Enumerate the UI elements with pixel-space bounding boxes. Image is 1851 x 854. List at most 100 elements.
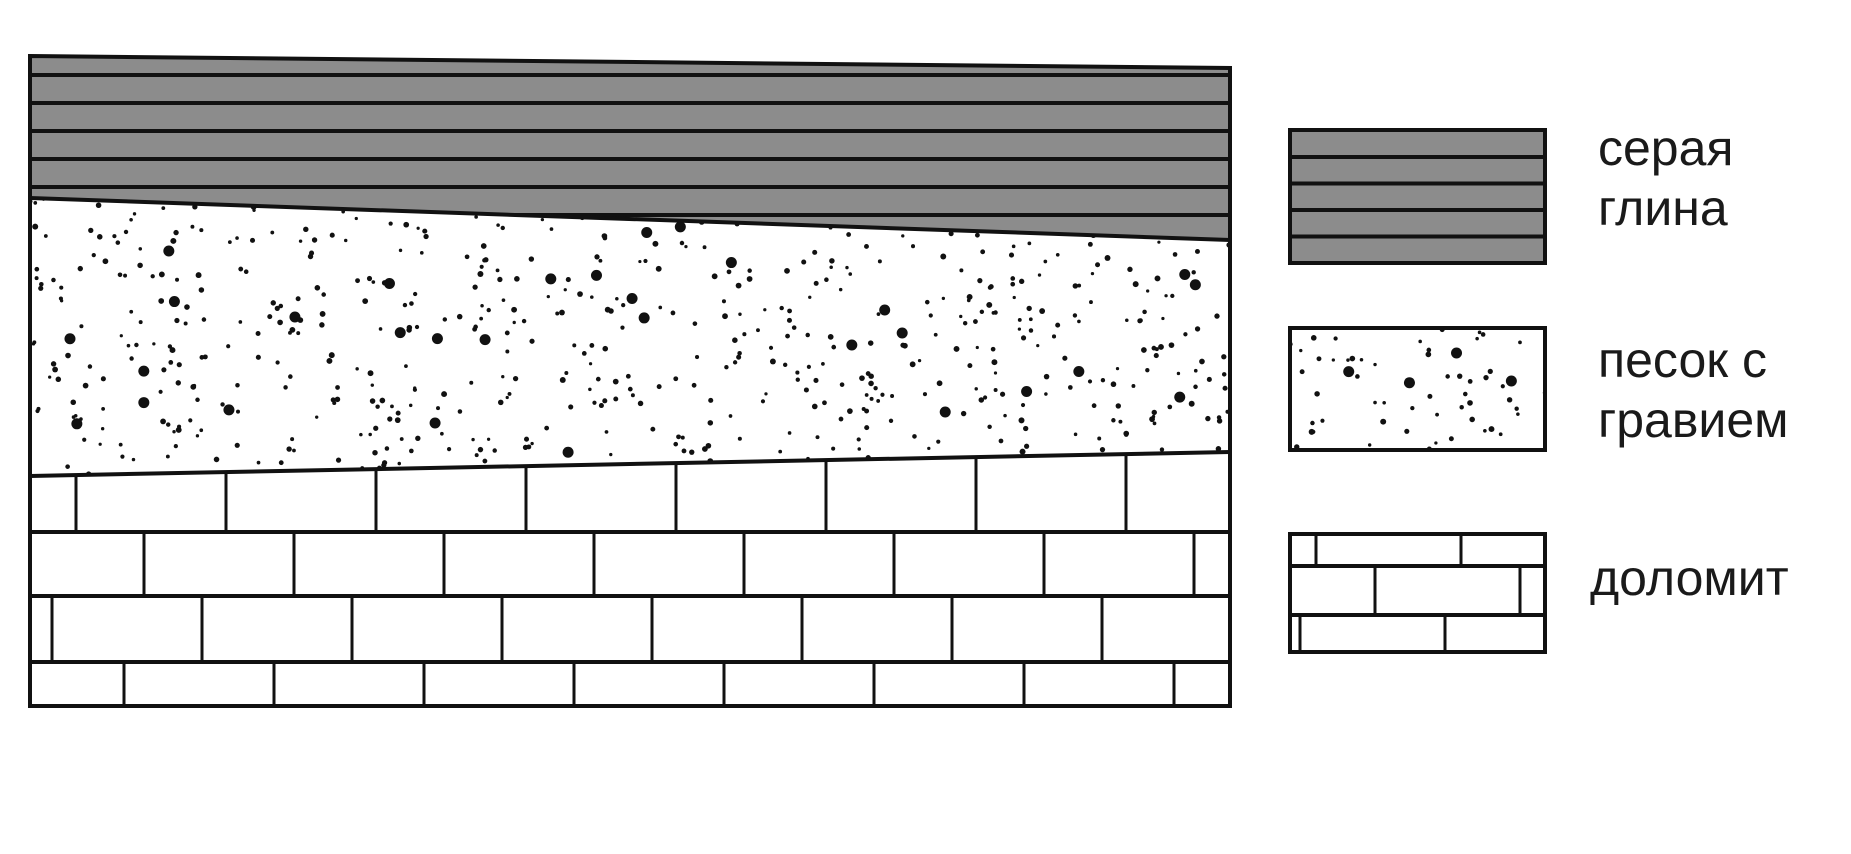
gravel-dot xyxy=(79,324,84,329)
gravel-dot xyxy=(986,301,993,308)
gravel-dot xyxy=(397,461,402,466)
gravel-dot xyxy=(91,252,96,258)
gravel-dot xyxy=(785,333,790,339)
gravel-dot xyxy=(1017,317,1022,322)
gravel-dot xyxy=(504,330,510,336)
gravel-dot xyxy=(724,365,729,370)
gravel-dot xyxy=(1179,268,1191,280)
gravel-dot xyxy=(1118,419,1123,424)
gravel-dot xyxy=(812,249,818,255)
gravel-dot xyxy=(496,223,500,227)
gravel-dot xyxy=(732,360,738,365)
gravel-dot xyxy=(235,236,239,240)
gravel-dot xyxy=(479,334,491,346)
gravel-dot xyxy=(70,399,77,406)
legend-swatch-sand xyxy=(1288,326,1547,452)
gravel-dot xyxy=(691,382,697,388)
gravel-dot xyxy=(803,387,809,393)
gravel-dot xyxy=(102,258,109,265)
gravel-dot xyxy=(1077,319,1081,324)
gravel-dot xyxy=(326,357,333,364)
gravel-dot xyxy=(158,298,165,304)
gravel-dot xyxy=(681,448,687,454)
gravel-dot xyxy=(486,307,491,313)
gravel-dot xyxy=(176,362,182,368)
gravel-dot xyxy=(129,309,134,314)
gravel-dot xyxy=(856,437,861,442)
gravel-dot xyxy=(674,221,686,233)
gravel-dot xyxy=(1215,446,1222,452)
gravel-dot xyxy=(457,409,463,414)
gravel-dot xyxy=(235,382,240,388)
gravel-dot xyxy=(732,337,738,343)
gravel-dot xyxy=(530,441,534,446)
gravel-dot xyxy=(1024,443,1030,449)
gravel-dot xyxy=(1164,294,1168,298)
gravel-dot xyxy=(589,343,595,348)
gravel-dot xyxy=(34,276,39,281)
gravel-dot xyxy=(940,253,947,260)
gravel-dot xyxy=(395,410,401,416)
gravel-dot xyxy=(161,367,167,373)
gravel-dot xyxy=(123,229,129,235)
gravel-dot xyxy=(480,303,484,308)
gravel-dot xyxy=(199,228,204,233)
gravel-dot xyxy=(472,284,478,290)
gravel-dot xyxy=(1194,326,1201,332)
gravel-dot xyxy=(643,258,648,264)
gravel-dot xyxy=(138,397,150,409)
gravel-dot xyxy=(87,364,93,369)
gravel-dot xyxy=(408,403,413,408)
gravel-dot xyxy=(545,273,557,285)
gravel-dot xyxy=(1125,318,1129,323)
gravel-dot xyxy=(999,391,1006,397)
gravel-dot xyxy=(924,299,930,305)
gravel-dot xyxy=(972,319,978,324)
gravel-dot xyxy=(321,292,326,297)
gravel-dot xyxy=(223,404,235,416)
gravel-dot xyxy=(158,271,165,278)
gravel-dot xyxy=(160,418,166,425)
gravel-dot xyxy=(1170,293,1175,298)
gravel-dot xyxy=(170,237,177,244)
gravel-dot xyxy=(1095,262,1101,268)
gravel-dot xyxy=(1089,300,1093,305)
gravel-dot xyxy=(295,296,301,302)
gravel-dot xyxy=(939,406,951,418)
gravel-dot xyxy=(441,391,448,398)
gravel-dot xyxy=(728,414,733,418)
gravel-dot xyxy=(959,314,963,319)
gravel-dot xyxy=(1099,446,1106,453)
gravel-dot xyxy=(838,416,844,422)
gravel-dot xyxy=(1110,381,1117,388)
gravel-dot xyxy=(987,424,992,430)
gravel-dot xyxy=(1483,428,1487,433)
gravel-dot xyxy=(227,240,232,244)
gravel-dot xyxy=(620,325,625,330)
gravel-dot xyxy=(1403,377,1415,389)
gravel-dot xyxy=(34,266,40,272)
gravel-dot xyxy=(630,393,635,398)
gravel-dot xyxy=(966,294,973,300)
gravel-dot xyxy=(983,395,988,400)
gravel-dot xyxy=(928,313,933,318)
gravel-dot xyxy=(479,264,484,269)
gravel-dot xyxy=(694,354,700,360)
gravel-dot xyxy=(880,392,885,397)
gravel-dot xyxy=(416,226,420,230)
gravel-dot xyxy=(1138,318,1143,323)
gravel-dot xyxy=(1073,365,1085,377)
gravel-dot xyxy=(512,375,519,382)
gravel-dot xyxy=(55,376,62,383)
gravel-dot xyxy=(474,453,479,458)
gravel-dot xyxy=(722,313,728,320)
gravel-dot xyxy=(1018,417,1025,424)
gravel-dot xyxy=(501,298,506,302)
gravel-dot xyxy=(815,435,820,440)
gravel-dot xyxy=(1019,448,1026,455)
gravel-dot xyxy=(598,258,603,263)
gravel-dot xyxy=(998,438,1004,444)
gravel-dot xyxy=(150,274,155,279)
gravel-dot xyxy=(1044,392,1048,396)
gravel-dot xyxy=(198,287,205,293)
